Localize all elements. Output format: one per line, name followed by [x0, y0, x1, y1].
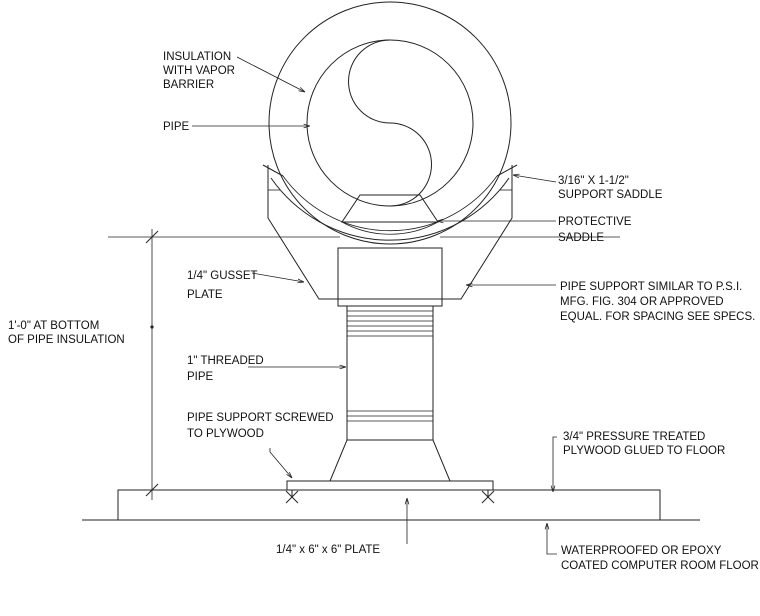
label-gusset-plate: 1/4" GUSSET PLATE: [187, 270, 261, 301]
support-housing: [337, 247, 443, 307]
leader-screwed: [269, 448, 292, 478]
label-screwed: PIPE SUPPORT SCREWED TO PLYWOOD: [187, 412, 337, 440]
leader-plywood: [553, 436, 557, 492]
label-pipe: PIPE: [163, 121, 190, 133]
saddle-cap-left: [262, 164, 284, 177]
dim-dot: [150, 325, 154, 329]
leader-floor: [547, 523, 557, 555]
label-protective-saddle: PROTECTIVE SADDLE: [558, 216, 635, 244]
label-threaded-pipe: 1" THREADED PIPE: [187, 355, 267, 383]
leader-insulation: [236, 56, 305, 92]
pipe-s-curve: [348, 39, 432, 207]
dim-tick-bottom: [145, 483, 159, 497]
leader-support-saddle: [513, 175, 557, 183]
saddle-body: [267, 165, 513, 300]
label-insulation: INSULATION WITH VAPOR BARRIER: [163, 51, 238, 91]
screw-right: [481, 490, 495, 504]
support-saddle: [270, 177, 510, 241]
upper-threads: [347, 310, 433, 337]
insulation-outer-circle: [268, 1, 512, 245]
dim-tick-top: [145, 230, 159, 244]
base-plate: [286, 480, 494, 491]
label-floor: WATERPROOFED OR EPOXY COATED COMPUTER RO…: [561, 545, 759, 572]
label-plywood: 3/4" PRESSURE TREATED PLYWOOD GLUED TO F…: [563, 431, 725, 457]
label-plate: 1/4" x 6" x 6" PLATE: [276, 544, 380, 556]
lower-threads: [347, 410, 433, 422]
screw-left: [285, 490, 299, 504]
label-pipe-support: PIPE SUPPORT SIMILAR TO P.S.I. MFG. FIG.…: [560, 281, 755, 323]
base-flange: [329, 439, 451, 482]
saddle-cap-right: [496, 164, 518, 177]
leader-gusset: [251, 272, 304, 282]
protective-saddle-arc: [341, 221, 439, 235]
support-saddle-inner: [282, 175, 498, 232]
label-height-dim: 1'-0" AT BOTTOM OF PIPE INSULATION: [8, 320, 125, 346]
label-support-saddle: 3/16" X 1-1/2" SUPPORT SADDLE: [558, 175, 663, 201]
plywood: [117, 489, 661, 521]
